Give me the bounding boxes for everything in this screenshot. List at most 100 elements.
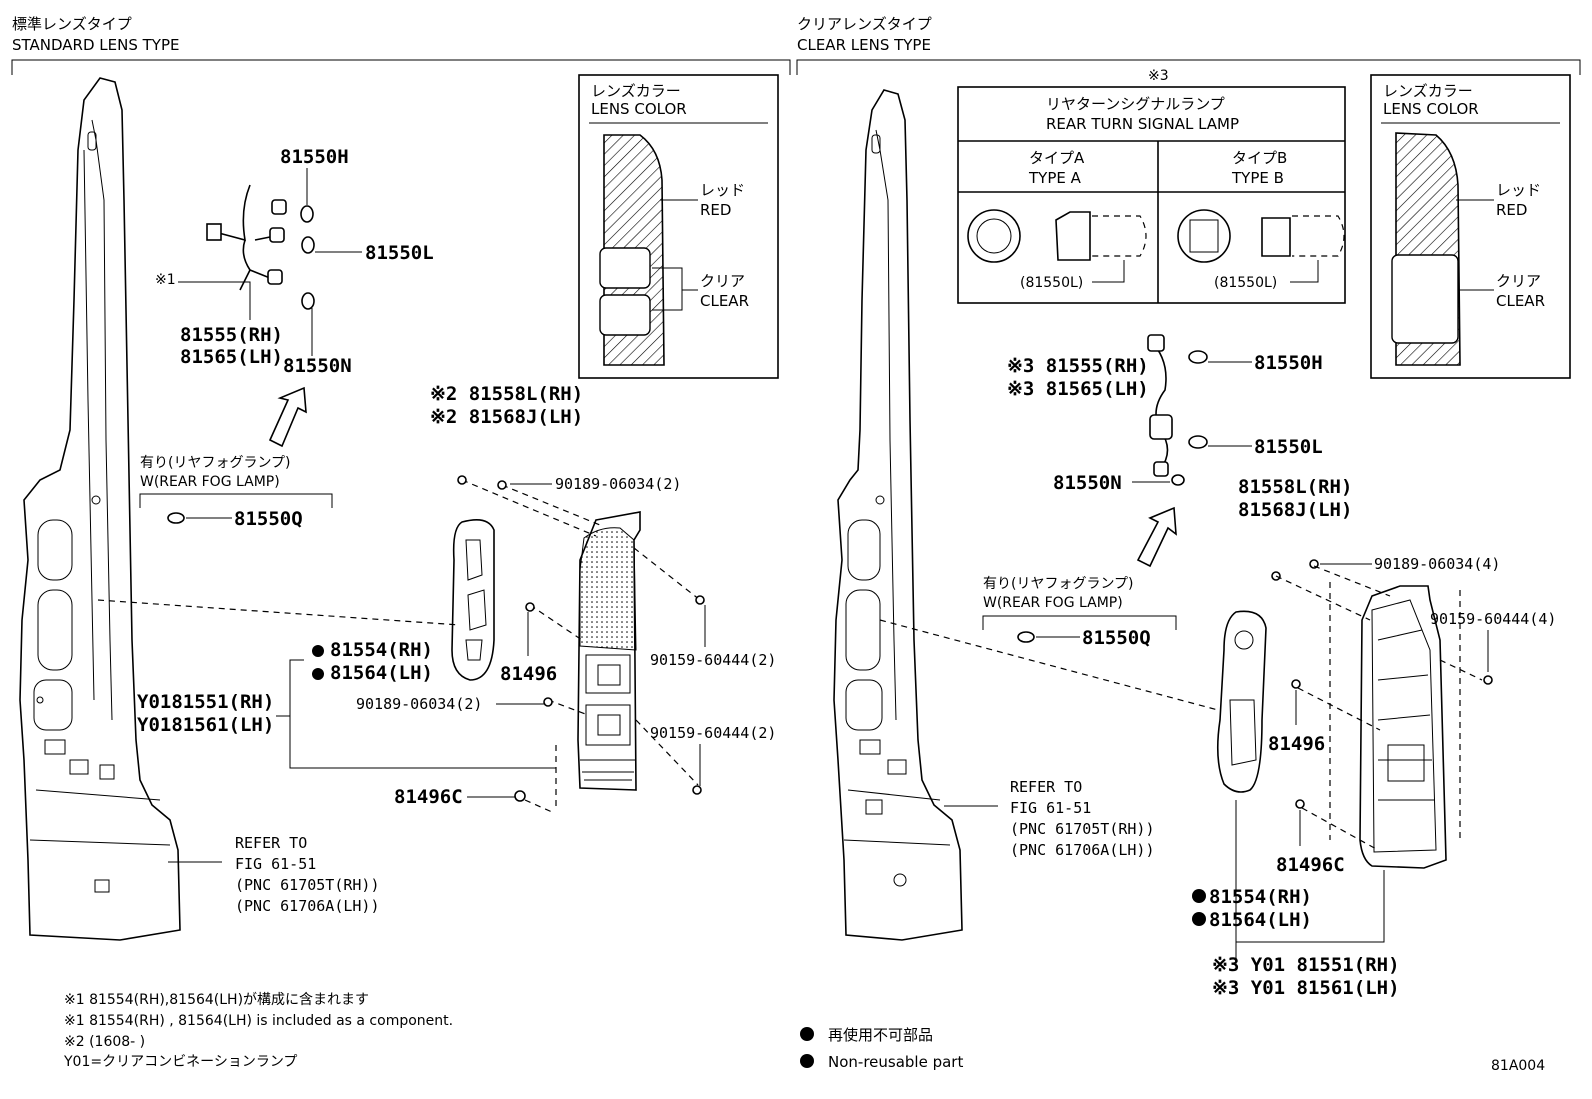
label-81554-rh-left: 81554(RH) <box>330 639 433 661</box>
bulb-b-label: (81550L) <box>1214 275 1277 291</box>
right-refer-2: FIG 61-51 <box>1010 799 1091 817</box>
footnotes: ※1 81554(RH),81564(LH)が構成に含まれます ※1 81554… <box>63 992 1545 1074</box>
label-81550q-right: 81550Q <box>1082 627 1151 649</box>
label-81496-right: 81496 <box>1268 733 1325 755</box>
label-81558l-rh-right: 81558L(RH) <box>1238 476 1352 498</box>
left-lens-red-en: RED <box>700 201 731 219</box>
right-header-en: CLEAR LENS TYPE <box>797 36 931 54</box>
left-refer-4: (PNC 61706A(LH)) <box>235 897 380 915</box>
left-header-jp: 標準レンズタイプ <box>12 15 132 33</box>
legend-dot-jp <box>800 1027 814 1041</box>
legend-dot-en <box>800 1054 814 1068</box>
left-lens-clear-jp: クリア <box>700 272 745 290</box>
label-y0181561-lh: Y0181561(LH) <box>137 714 274 736</box>
label-81554-rh-right: 81554(RH) <box>1209 886 1312 908</box>
right-section: クリアレンズタイプ CLEAR LENS TYPE ※3 リヤターンシグナルラン… <box>796 15 1581 999</box>
illustration-code: 81A004 <box>1491 1058 1545 1074</box>
label-81558l-rh: ※2 81558L(RH) <box>430 383 583 405</box>
right-lens-title-en: LENS COLOR <box>1383 100 1479 118</box>
label-81550l: 81550L <box>365 242 434 264</box>
left-header-en: STANDARD LENS TYPE <box>12 36 179 54</box>
label-y0181551-rh: Y0181551(RH) <box>137 691 274 713</box>
left-nonreuse-dot-lh <box>312 668 324 680</box>
label-81568j-lh: ※2 81568J(LH) <box>430 406 583 428</box>
right-body-pillar <box>833 89 963 941</box>
right-fog-en: W(REAR FOG LAMP) <box>983 595 1123 611</box>
right-fog-jp: 有り(リヤフォグランプ) <box>983 576 1134 592</box>
right-lens-clear-jp: クリア <box>1496 272 1541 290</box>
legend-en: Non-reusable part <box>828 1053 963 1071</box>
turn-signal-box: リヤターンシグナルランプ REAR TURN SIGNAL LAMP タイプA … <box>957 86 1346 304</box>
right-lens-red-jp: レッド <box>1496 181 1541 199</box>
type-b-jp: タイプB <box>1232 149 1287 167</box>
note-2: ※2 (1608- ) <box>64 1034 145 1050</box>
left-fog-jp: 有り(リヤフォグランプ) <box>140 455 291 471</box>
left-arrow <box>268 386 307 448</box>
left-body-pillar <box>19 77 181 941</box>
left-gasket <box>451 519 495 681</box>
right-rear-lamp <box>1359 585 1447 869</box>
label-81550l-right: 81550L <box>1254 436 1323 458</box>
type-a-jp: タイプA <box>1029 149 1085 167</box>
left-section: 標準レンズタイプ STANDARD LENS TYPE <box>11 15 791 941</box>
label-81550h-right: 81550H <box>1254 352 1323 374</box>
right-nonreuse-dot-rh <box>1192 889 1206 903</box>
left-lens-red-jp: レッド <box>700 181 745 199</box>
label-90159-a: 90159-60444(2) <box>650 651 776 669</box>
label-81568j-lh-right: 81568J(LH) <box>1238 499 1352 521</box>
left-refer-1: REFER TO <box>235 834 307 852</box>
legend-jp: 再使用不可部品 <box>828 1026 933 1044</box>
left-lens-title-jp: レンズカラー <box>591 82 681 100</box>
label-81496c-left: 81496C <box>394 786 463 808</box>
label-81550n: 81550N <box>283 355 352 377</box>
label-81565-lh: 81565(LH) <box>180 346 283 368</box>
label-y01-81551-rh: ※3 Y01 81551(RH) <box>1212 954 1400 976</box>
label-y01-81561-lh: ※3 Y01 81561(LH) <box>1212 977 1400 999</box>
label-81564-lh-right: 81564(LH) <box>1209 909 1312 931</box>
label-81555-rh: 81555(RH) <box>180 324 283 346</box>
left-lens-color-box: レンズカラー LENS COLOR レッド RED クリア CLEAR <box>578 74 779 379</box>
left-nonreuse-dot-rh <box>312 645 324 657</box>
label-81550h: 81550H <box>280 146 349 168</box>
right-nonreuse-dot-lh <box>1192 912 1206 926</box>
turn-title-jp: リヤターンシグナルランプ <box>1046 95 1225 113</box>
right-lens-clear-en: CLEAR <box>1496 292 1545 310</box>
note-1-jp: ※1 81554(RH),81564(LH)が構成に含まれます <box>64 992 369 1008</box>
label-81550q: 81550Q <box>234 508 303 530</box>
label-mark1: ※1 <box>155 272 176 288</box>
label-81496-left: 81496 <box>500 663 557 685</box>
left-fog-en: W(REAR FOG LAMP) <box>140 474 280 490</box>
left-refer-3: (PNC 61705T(RH)) <box>235 876 380 894</box>
label-81555-rh-right: ※3 81555(RH) <box>1007 355 1149 377</box>
type-a-en: TYPE A <box>1028 169 1082 187</box>
right-gasket <box>1216 610 1267 793</box>
label-90159-b: 90159-60444(2) <box>650 724 776 742</box>
label-90159-right: 90159-60444(4) <box>1430 610 1556 628</box>
right-mark3: ※3 <box>1148 68 1169 84</box>
bulb-a-label: (81550L) <box>1020 275 1083 291</box>
right-lens-title-jp: レンズカラー <box>1383 82 1473 100</box>
left-refer-2: FIG 61-51 <box>235 855 316 873</box>
left-socket-harness <box>206 184 315 310</box>
right-refer-1: REFER TO <box>1010 778 1082 796</box>
right-socket-harness <box>1147 334 1208 486</box>
turn-title-en: REAR TURN SIGNAL LAMP <box>1046 115 1239 133</box>
label-81565-lh-right: ※3 81565(LH) <box>1007 378 1149 400</box>
label-81550n-right: 81550N <box>1053 472 1122 494</box>
right-bracket <box>796 59 1581 75</box>
left-lens-clear-en: CLEAR <box>700 292 749 310</box>
label-90189-a: 90189-06034(2) <box>555 475 681 493</box>
label-90189-b: 90189-06034(2) <box>356 695 482 713</box>
right-header-jp: クリアレンズタイプ <box>797 15 932 33</box>
note-1-en: ※1 81554(RH) , 81564(LH) is included as … <box>64 1013 453 1029</box>
label-81564-lh-left: 81564(LH) <box>330 662 433 684</box>
right-refer-4: (PNC 61706A(LH)) <box>1010 841 1155 859</box>
type-b-en: TYPE B <box>1231 169 1284 187</box>
right-arrow <box>1136 506 1177 568</box>
label-81496c-right: 81496C <box>1276 854 1345 876</box>
label-90189-right: 90189-06034(4) <box>1374 555 1500 573</box>
left-rear-lamp <box>577 511 641 791</box>
note-y01: Y01=クリアコンビネーションランプ <box>63 1054 297 1070</box>
left-lens-title-en: LENS COLOR <box>591 100 687 118</box>
